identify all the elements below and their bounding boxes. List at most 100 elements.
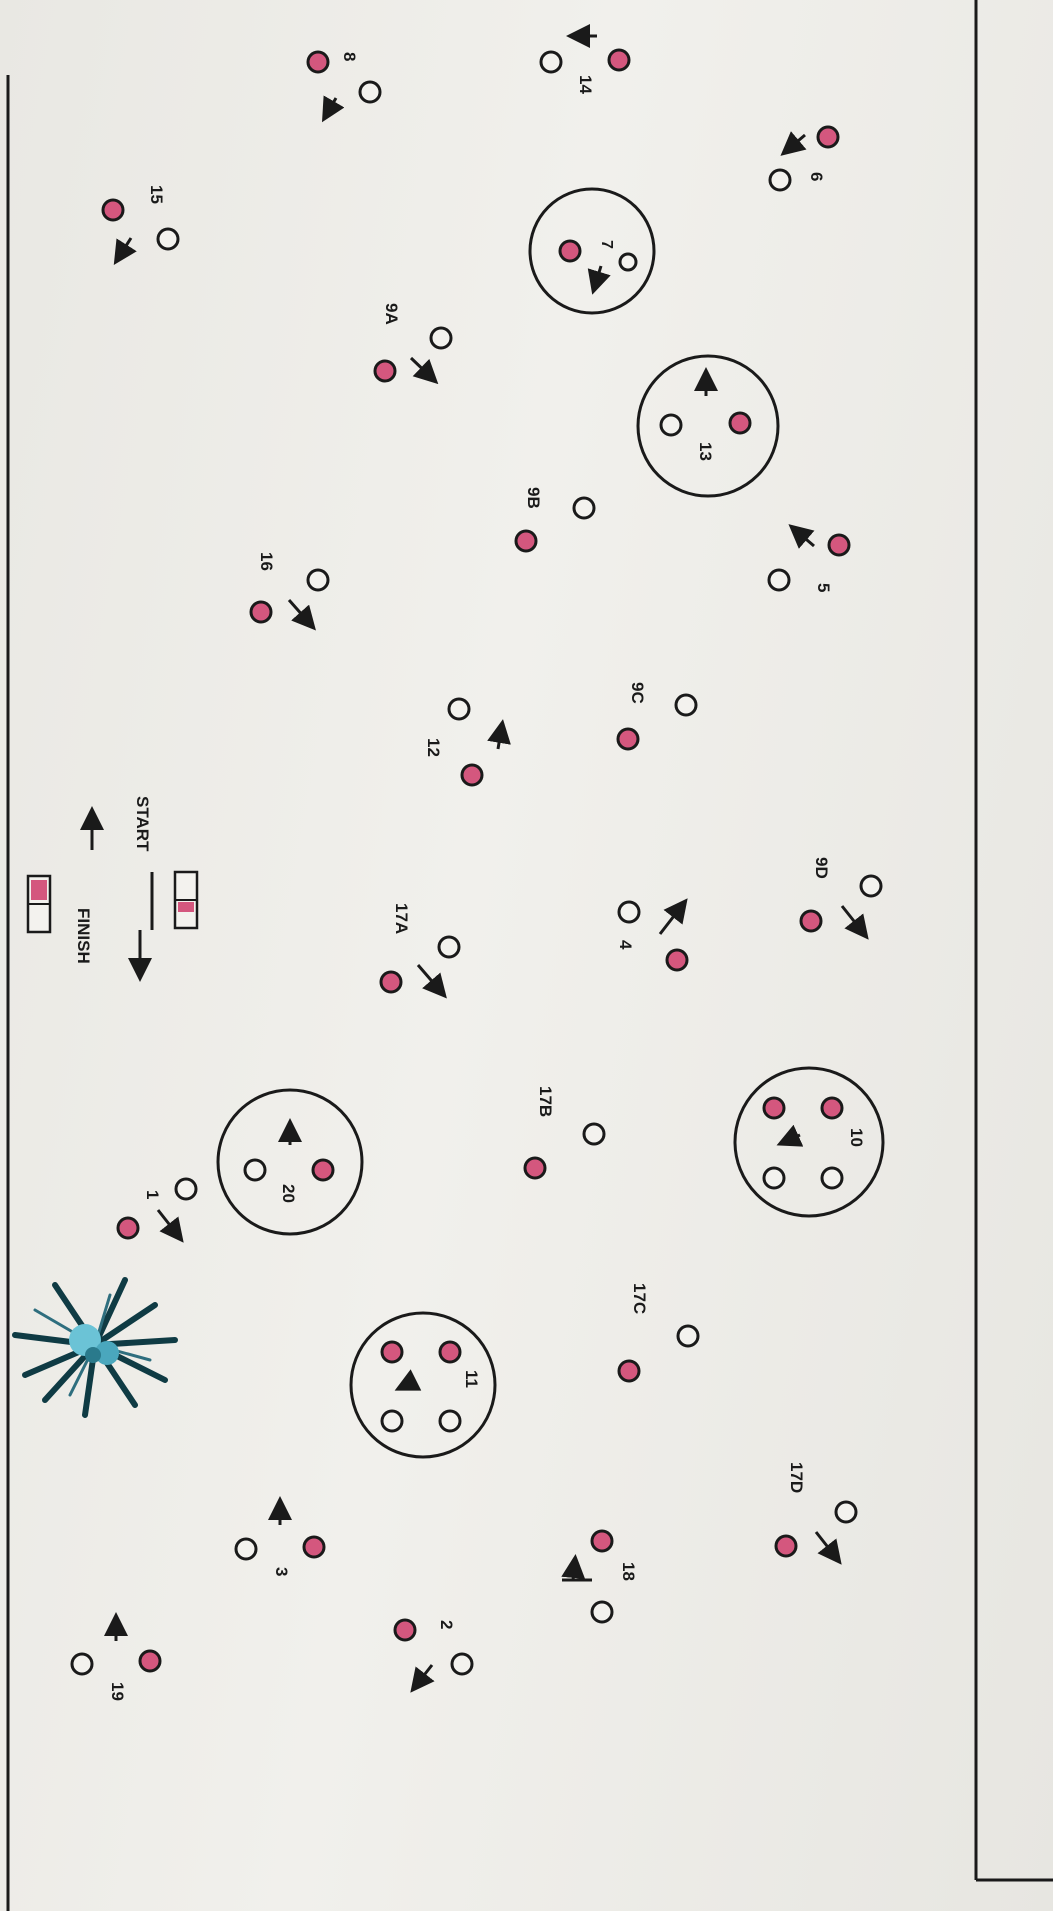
cone [395,1620,415,1640]
direction-arrow [418,965,443,994]
cone [375,361,395,381]
station-number: 9D [812,857,831,879]
cone [829,535,849,555]
direction-arrow [785,135,805,152]
marker [770,170,790,190]
cone [381,972,401,992]
station-1: 1 [118,1179,196,1238]
marker [308,570,328,590]
station-7: 7 [530,189,654,313]
station-number: 14 [576,75,595,94]
marker [72,1654,92,1674]
marker [764,1168,784,1188]
direction-arrow [660,903,684,934]
marker [440,1411,460,1431]
station-number: 17D [787,1462,806,1493]
marker [822,1168,842,1188]
station-20: 20 [218,1090,362,1234]
marker [382,1411,402,1431]
cone [776,1536,796,1556]
direction-arrow [117,238,131,260]
marker [541,52,561,72]
start-label: START [133,796,152,852]
station-number: 15 [147,185,166,204]
cone [619,1361,639,1381]
cone [313,1160,333,1180]
station-number: 16 [257,552,276,571]
cone [801,911,821,931]
marker [245,1160,265,1180]
marker [431,328,451,348]
station-number: 17A [392,903,411,934]
direction-arrow [498,725,502,749]
station-8: 8 [308,52,380,117]
direction-arrow [325,98,336,117]
station-ring [638,356,778,496]
marker [439,937,459,957]
direction-arrow [573,1560,575,1580]
cone [618,729,638,749]
cone [140,1651,160,1671]
marker [678,1326,698,1346]
station-2: 2 [395,1620,472,1688]
station-10: 10 [735,1068,883,1216]
station-number: 20 [279,1184,298,1203]
station-number: 11 [462,1370,481,1388]
marker [861,876,881,896]
station-6: 6 [770,127,838,190]
station-ring [530,189,654,313]
station-ring [218,1090,362,1234]
station-17B: 17B [525,1086,604,1178]
start-gate-icon [175,872,197,928]
station-14: 14 [541,36,629,94]
station-number: 17B [536,1086,555,1117]
palm-tree-icon [15,1280,175,1415]
direction-arrow [782,1135,800,1143]
station-number: 17C [630,1283,649,1314]
station-13: 13 [638,356,778,496]
start-finish: START FINISH [28,796,197,976]
cone [103,200,123,220]
cone [818,127,838,147]
direction-arrow [793,528,814,546]
cone [560,241,580,261]
cone [667,950,687,970]
direction-arrow [289,600,312,626]
cone [592,1531,612,1551]
marker [360,82,380,102]
cone [730,413,750,433]
station-number: 5 [814,583,833,592]
marker [584,1124,604,1144]
direction-arrow [816,1532,838,1560]
marker [769,570,789,590]
cone [822,1098,842,1118]
station-16: 16 [251,552,328,626]
cone [764,1098,784,1118]
cone [462,765,482,785]
station-18: 18 [562,1531,638,1622]
station-19: 19 [72,1618,160,1701]
cone [118,1218,138,1238]
finish-label: FINISH [74,908,93,964]
station-9D: 9D [801,857,881,935]
direction-arrow [414,1665,432,1688]
marker [620,254,636,270]
direction-arrow [594,266,601,289]
station-number: 6 [807,172,826,181]
marker [661,415,681,435]
station-number: 10 [847,1128,866,1147]
station-17C: 17C [619,1283,698,1381]
station-number: 18 [619,1562,638,1581]
station-number: 9B [524,487,543,509]
cone [251,602,271,622]
station-9C: 9C [618,682,696,749]
station-3: 3 [236,1502,324,1576]
direction-arrow [400,1381,414,1388]
station-number: 13 [696,442,715,461]
station-4: 4 [616,902,687,970]
station-number: 7 [598,240,615,249]
cone [525,1158,545,1178]
marker [158,229,178,249]
